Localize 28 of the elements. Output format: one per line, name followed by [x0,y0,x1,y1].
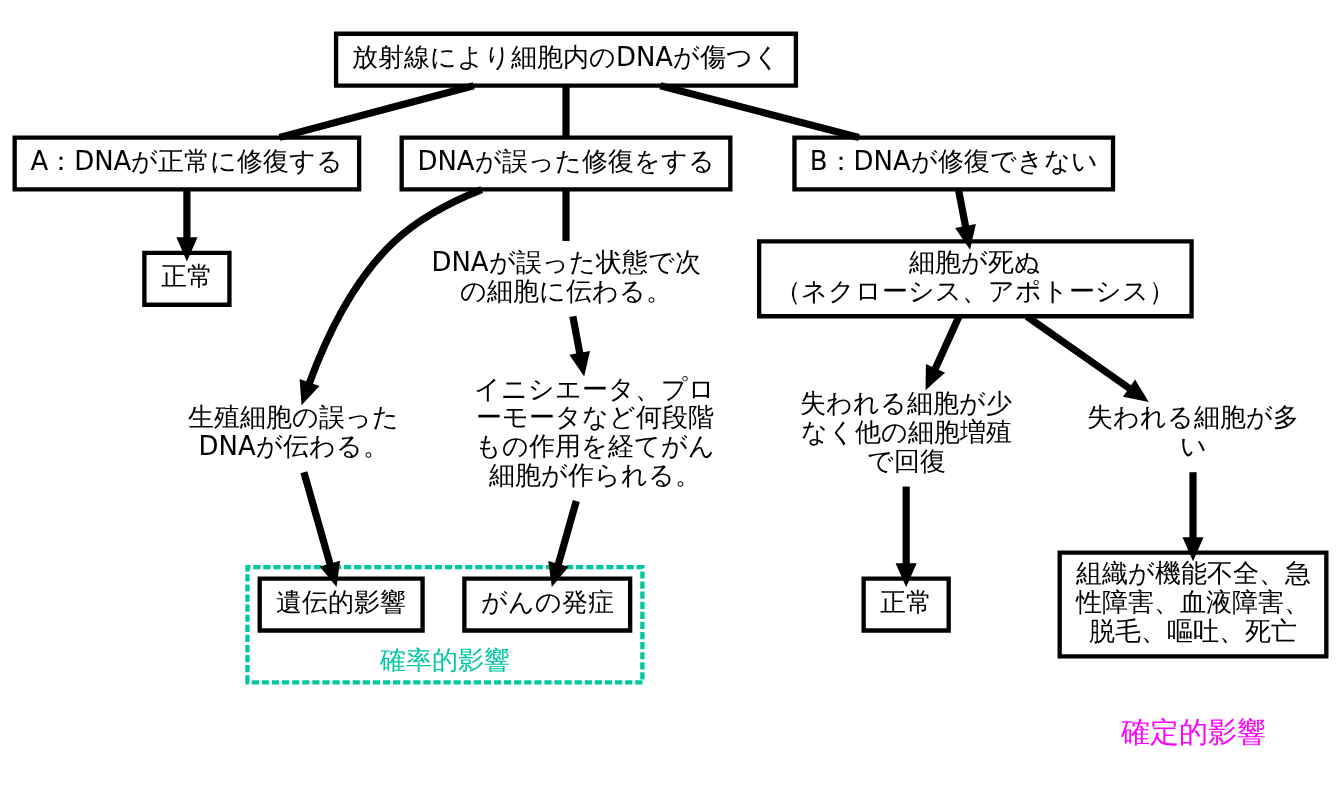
node-text: イニシエータ、プローモータなど何段階もの作用を経てがん細胞が作られる。 [474,373,716,490]
label: 確定的影響 [1120,714,1266,748]
connector [659,81,860,141]
arrow [176,189,198,261]
arrow [300,470,341,587]
node-text: DNAが誤った状態で次の細胞に伝わる。 [431,246,701,306]
node-box: B：DNAが修復できない [792,134,1116,192]
arrow [569,315,591,377]
node-text: 生殖細胞の誤ったDNAが伝わる。 [188,401,400,461]
arrow [955,188,976,250]
node-box: 放射線により細胞内のDNAが傷つく [333,31,799,88]
node-box: 遺伝的影響 [257,575,425,633]
node-box: A：DNAが正常に修復する [12,134,362,192]
node-box: 正常 [142,250,232,307]
arrow [548,499,580,587]
arrow [1182,471,1204,561]
node-box: 正常 [861,575,951,633]
connector [278,81,475,141]
arrow [299,185,484,405]
node-box: DNAが誤った修復をする [399,134,733,192]
node-box: 細胞が死ぬ （ネクローシス、アポトーシス） [757,238,1194,318]
node-box: がんの発症 [462,575,633,633]
node-text: 失われる細胞が少なく他の細胞増殖で回復 [800,387,1013,476]
node-text: 失われる細胞が多い [1087,401,1300,461]
arrow [1024,313,1149,402]
connector [562,85,570,137]
arrow [925,314,963,390]
node-box: 組織が機能不全、急性障害、血液障害、脱毛、嘔吐、死亡 [1057,550,1329,659]
